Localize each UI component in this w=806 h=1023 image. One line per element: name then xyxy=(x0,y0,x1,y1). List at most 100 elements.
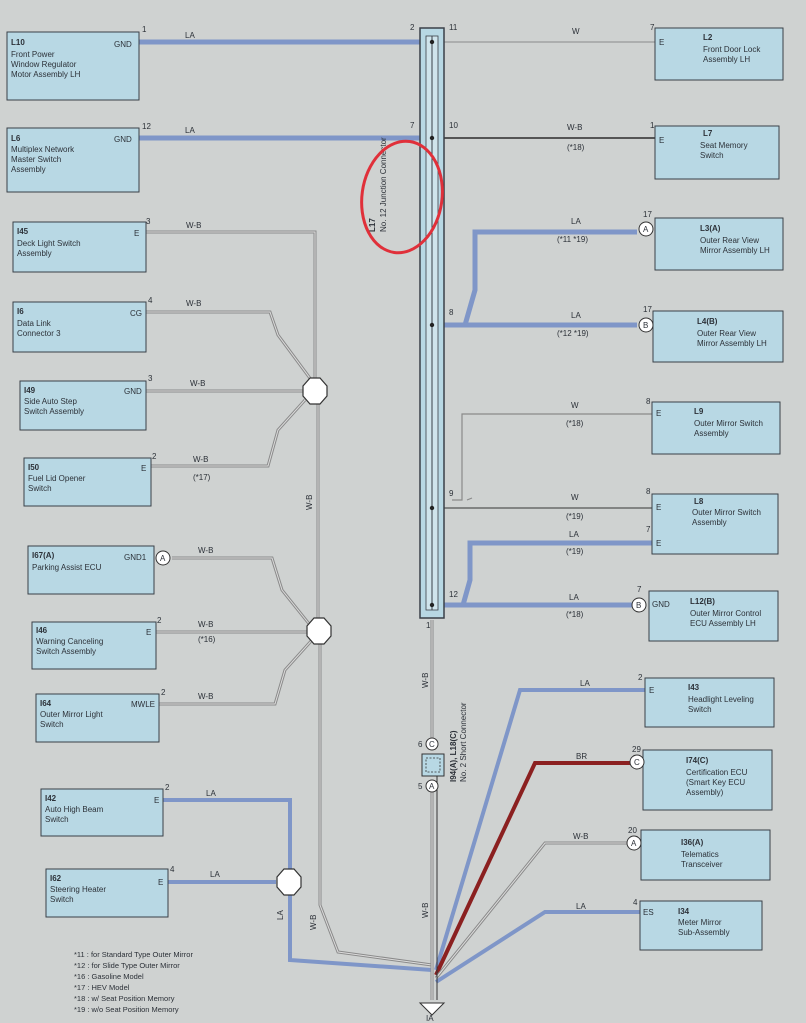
component-l8[interactable]: L8 Outer Mirror Switch Assembly E 8 E 7 xyxy=(646,487,779,555)
svg-text:I36(A): I36(A) xyxy=(681,838,704,847)
svg-text:W-B: W-B xyxy=(186,221,201,230)
svg-text:LA: LA xyxy=(185,31,195,40)
svg-text:I94(A), L18(C): I94(A), L18(C) xyxy=(449,730,458,782)
svg-text:Front Door Lock: Front Door Lock xyxy=(703,45,761,54)
svg-text:Meter Mirror: Meter Mirror xyxy=(678,918,722,927)
component-i36a[interactable]: I36(A) Telematics Transceiver A 20 xyxy=(626,826,771,881)
svg-text:Assembly): Assembly) xyxy=(686,788,724,797)
note-16: *16 : Gasoline Model xyxy=(74,972,144,981)
svg-text:L8: L8 xyxy=(694,497,704,506)
wires xyxy=(139,39,655,1000)
component-l3a[interactable]: L3(A) Outer Rear View Mirror Assembly LH… xyxy=(638,210,784,271)
svg-text:L6: L6 xyxy=(11,134,21,143)
svg-text:L7: L7 xyxy=(703,129,713,138)
component-i64[interactable]: I64 Outer Mirror Light Switch MWLE 2 xyxy=(35,688,166,743)
svg-text:A: A xyxy=(643,225,649,234)
svg-text:Auto High Beam: Auto High Beam xyxy=(45,805,104,814)
wire-l3-la xyxy=(430,229,637,328)
svg-text:20: 20 xyxy=(628,826,637,835)
svg-text:LA: LA xyxy=(571,217,581,226)
svg-text:3: 3 xyxy=(146,217,151,226)
component-l12b[interactable]: L12(B) Outer Mirror Control ECU Assembly… xyxy=(631,585,779,642)
splice-point-3 xyxy=(276,868,302,896)
svg-text:Headlight Leveling: Headlight Leveling xyxy=(688,695,754,704)
svg-text:A: A xyxy=(631,839,637,848)
svg-text:W-B: W-B xyxy=(421,673,430,688)
svg-text:W-B: W-B xyxy=(190,379,205,388)
svg-text:7: 7 xyxy=(637,585,642,594)
svg-text:W-B: W-B xyxy=(198,546,213,555)
svg-text:W-B: W-B xyxy=(573,832,588,841)
svg-text:3: 3 xyxy=(148,374,153,383)
svg-text:L10: L10 xyxy=(11,38,25,47)
component-i49[interactable]: I49 Side Auto Step Switch Assembly GND 3 xyxy=(19,374,153,431)
component-i43[interactable]: I43 Headlight Leveling Switch E 2 xyxy=(638,673,775,728)
svg-text:GND: GND xyxy=(652,600,670,609)
svg-text:Front Power: Front Power xyxy=(11,50,55,59)
component-l4b[interactable]: L4(B) Outer Rear View Mirror Assembly LH… xyxy=(638,305,784,363)
svg-text:Switch Assembly: Switch Assembly xyxy=(36,647,96,656)
component-i50[interactable]: I50 Fuel Lid Opener Switch E 2 xyxy=(23,452,157,507)
svg-text:B: B xyxy=(643,321,648,330)
svg-text:Switch: Switch xyxy=(50,895,74,904)
pin-9: 9 xyxy=(449,489,454,498)
svg-text:Switch: Switch xyxy=(28,484,52,493)
svg-text:5: 5 xyxy=(418,782,423,791)
component-i45[interactable]: I45 Deck Light Switch Assembly E 3 xyxy=(12,217,151,273)
junction-connector-label: L17 No. 12 Junction Connector xyxy=(368,137,388,232)
svg-text:Switch Assembly: Switch Assembly xyxy=(24,407,84,416)
component-l10[interactable]: L10 Front Power Window Regulator Motor A… xyxy=(6,25,147,101)
svg-text:W-B: W-B xyxy=(421,903,430,918)
svg-text:W-B: W-B xyxy=(567,123,582,132)
wires-wb-group1 xyxy=(146,230,317,468)
svg-text:C: C xyxy=(429,740,435,749)
svg-text:Sub-Assembly: Sub-Assembly xyxy=(678,928,730,937)
svg-text:Warning Canceling: Warning Canceling xyxy=(36,637,103,646)
wire-i34-la xyxy=(434,910,640,984)
svg-text:I34: I34 xyxy=(678,907,690,916)
component-i67a[interactable]: I67(A) Parking Assist ECU GND1 A xyxy=(27,545,171,595)
svg-text:BR: BR xyxy=(576,752,587,761)
short-connector[interactable]: C 6 A 5 xyxy=(418,737,445,793)
component-i46[interactable]: I46 Warning Canceling Switch Assembly E … xyxy=(31,616,162,670)
component-i42[interactable]: I42 Auto High Beam Switch E 2 xyxy=(40,783,170,837)
pin-7: 7 xyxy=(410,121,415,130)
svg-text:B: B xyxy=(636,601,641,610)
svg-text:GND1: GND1 xyxy=(124,553,147,562)
svg-text:(Smart Key ECU: (Smart Key ECU xyxy=(686,778,745,787)
pin-11: 11 xyxy=(449,23,458,32)
svg-text:I64: I64 xyxy=(40,699,52,708)
svg-text:I42: I42 xyxy=(45,794,57,803)
svg-text:No. 12 Junction Connector: No. 12 Junction Connector xyxy=(379,137,388,232)
component-i6[interactable]: I6 Data Link Connector 3 CG 4 xyxy=(12,296,153,353)
junction-connector-l17[interactable] xyxy=(419,27,445,619)
component-i62[interactable]: I62 Steering Heater Switch E 4 xyxy=(45,865,175,918)
svg-text:Assembly: Assembly xyxy=(694,429,729,438)
note-12: *12 : for Slide Type Outer Mirror xyxy=(74,961,180,970)
svg-text:LA: LA xyxy=(576,902,586,911)
component-l6[interactable]: L6 Multiplex Network Master Switch Assem… xyxy=(6,122,151,193)
svg-text:E: E xyxy=(141,464,146,473)
component-l9[interactable]: L9 Outer Mirror Switch Assembly E 8 xyxy=(646,397,781,455)
svg-text:Connector 3: Connector 3 xyxy=(17,329,61,338)
svg-text:Switch: Switch xyxy=(40,720,64,729)
svg-text:LA: LA xyxy=(580,679,590,688)
wire-i42-la xyxy=(163,798,292,880)
svg-text:8: 8 xyxy=(646,487,651,496)
note-17: *17 : HEV Model xyxy=(74,983,130,992)
svg-text:Motor Assembly LH: Motor Assembly LH xyxy=(11,70,81,79)
component-i34[interactable]: I34 Meter Mirror Sub-Assembly ES 4 xyxy=(633,898,763,951)
svg-text:Side Auto Step: Side Auto Step xyxy=(24,397,77,406)
svg-text:Seat Memory: Seat Memory xyxy=(700,141,748,150)
component-i74c[interactable]: I74(C) Certification ECU (Smart Key ECU … xyxy=(629,745,773,811)
component-l2[interactable]: L2 Front Door Lock Assembly LH E 7 xyxy=(650,23,784,81)
svg-text:2: 2 xyxy=(638,673,643,682)
svg-text:E: E xyxy=(134,229,139,238)
svg-text:L17: L17 xyxy=(368,218,377,232)
svg-text:CG: CG xyxy=(130,309,142,318)
component-l7[interactable]: L7 Seat Memory Switch E 1 xyxy=(650,121,780,180)
wire-labels: LA LA W-B W-B W-B W-B (*17) W-B W-B (*16… xyxy=(185,27,590,930)
footnotes: *11 : for Standard Type Outer Mirror *12… xyxy=(74,950,193,1014)
svg-text:Outer Rear View: Outer Rear View xyxy=(697,329,756,338)
